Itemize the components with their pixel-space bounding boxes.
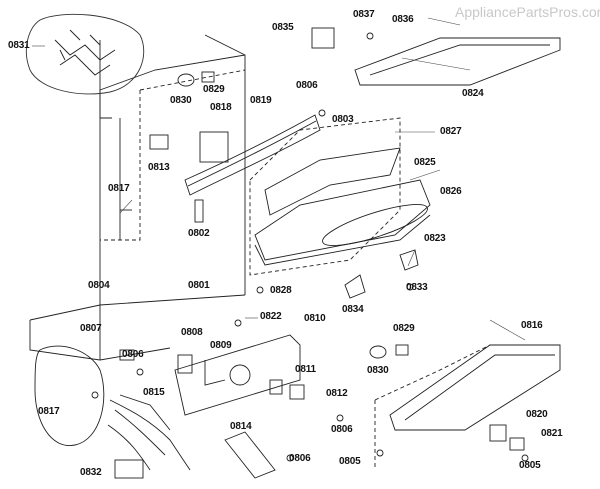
- label-0803[interactable]: 0803: [332, 114, 354, 125]
- label-0819[interactable]: 0819: [250, 95, 272, 106]
- label-0808[interactable]: 0808: [181, 327, 203, 338]
- label-0822[interactable]: 0822: [260, 311, 282, 322]
- label-0804[interactable]: 0804: [88, 280, 110, 291]
- label-0801[interactable]: 0801: [188, 280, 210, 291]
- label-0813[interactable]: 0813: [148, 162, 170, 173]
- part-0819-shape: [184, 114, 321, 196]
- leader-lines: [32, 17, 526, 341]
- cabinet-outline: [29, 34, 246, 361]
- part-0835-shape: [311, 27, 335, 49]
- part-0826-lens: [322, 204, 428, 246]
- label-0828[interactable]: 0828: [270, 285, 292, 296]
- label-0824[interactable]: 0824: [462, 88, 484, 99]
- label-0829-top[interactable]: 0829: [203, 84, 225, 95]
- label-0834[interactable]: 0834: [342, 304, 364, 315]
- part-0825-shape: [264, 147, 401, 216]
- label-0816[interactable]: 0816: [521, 320, 543, 331]
- wire-harness-0831: [26, 13, 145, 95]
- label-0805-right[interactable]: 0805: [519, 460, 541, 471]
- part-0824-shape: [354, 37, 561, 86]
- part-0810-shape: [174, 334, 301, 416]
- part-0830-shape: [177, 73, 195, 87]
- label-0826[interactable]: 0826: [440, 186, 462, 197]
- part-0826-shape: [254, 179, 431, 261]
- label-0802[interactable]: 0802: [188, 228, 210, 239]
- label-0821[interactable]: 0821: [541, 428, 563, 439]
- watermark: AppliancePartsPros.com: [455, 4, 600, 20]
- label-0836[interactable]: 0836: [392, 14, 414, 25]
- label-0829-bottom[interactable]: 0829: [393, 323, 415, 334]
- label-0820[interactable]: 0820: [526, 409, 548, 420]
- label-0810[interactable]: 0810: [304, 313, 326, 324]
- part-0827-outline: [249, 117, 401, 276]
- label-0811[interactable]: 0811: [295, 364, 316, 375]
- label-0830-bottom[interactable]: 0830: [367, 365, 389, 376]
- label-0806-left[interactable]: 0806: [122, 349, 144, 360]
- label-0805-mid[interactable]: 0805: [339, 456, 361, 467]
- part-0818-shape: [199, 131, 229, 163]
- label-0831[interactable]: 0831: [8, 40, 30, 51]
- label-0814[interactable]: 0814: [230, 421, 252, 432]
- label-0827[interactable]: 0827: [440, 126, 462, 137]
- label-0825[interactable]: 0825: [414, 157, 436, 168]
- label-0823[interactable]: 0823: [424, 233, 446, 244]
- label-0806-mid[interactable]: 0806: [331, 424, 353, 435]
- label-0830-top[interactable]: 0830: [170, 95, 192, 106]
- label-0807[interactable]: 0807: [80, 323, 102, 334]
- label-0812[interactable]: 0812: [326, 388, 348, 399]
- label-0818[interactable]: 0818: [210, 102, 232, 113]
- label-0832[interactable]: 0832: [80, 467, 102, 478]
- label-0806-top[interactable]: 0806: [296, 80, 318, 91]
- label-0817-top[interactable]: 0817: [108, 183, 130, 194]
- wire-harness-0815: [34, 345, 191, 471]
- label-0837[interactable]: 0837: [353, 9, 375, 20]
- label-0835[interactable]: 0835: [272, 22, 294, 33]
- label-0815[interactable]: 0815: [143, 387, 165, 398]
- label-0817-bottom[interactable]: 0817: [38, 406, 60, 417]
- label-0806-bottom[interactable]: 0806: [289, 453, 311, 464]
- label-0833[interactable]: 0833: [406, 282, 428, 293]
- label-0809[interactable]: 0809: [210, 340, 232, 351]
